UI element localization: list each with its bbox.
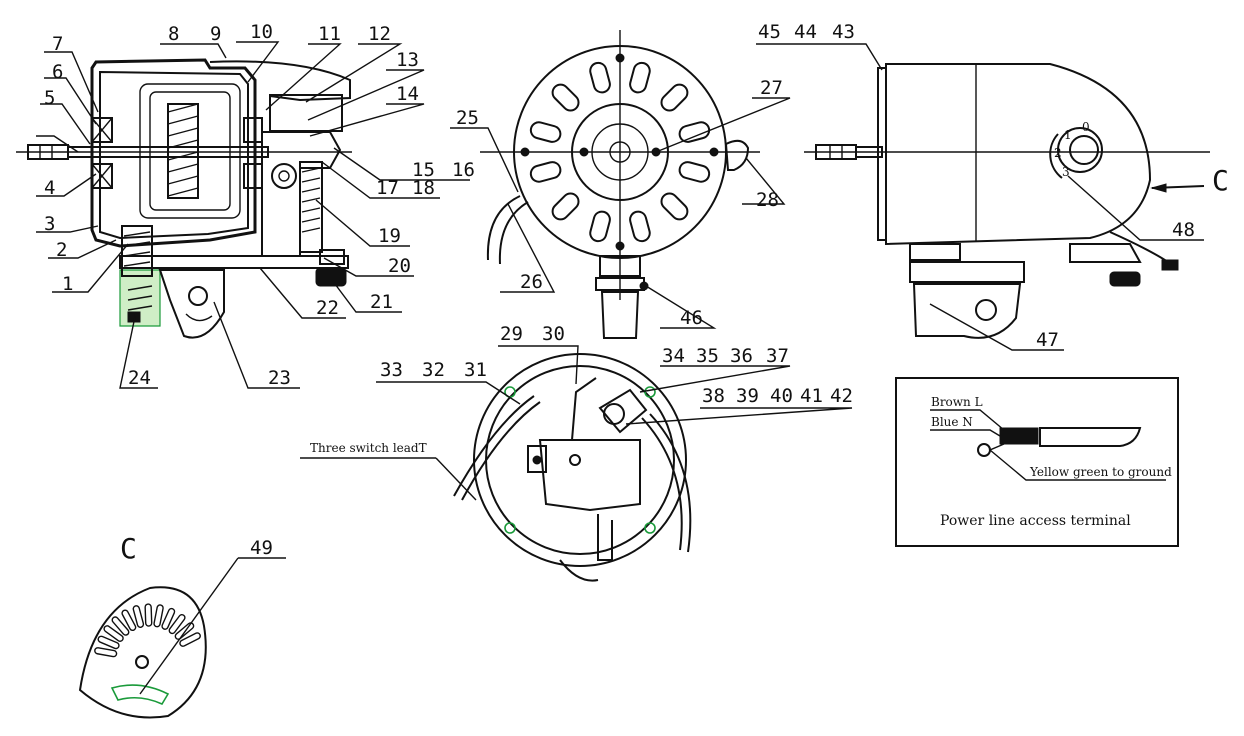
callout-43: 43 [832, 21, 855, 43]
section-c-vent-slots [94, 603, 201, 658]
front-vent-slots [529, 61, 711, 243]
callout-5: 5 [44, 87, 55, 109]
callout-3: 3 [44, 213, 55, 235]
callout-21: 21 [370, 291, 393, 313]
callout-7: 7 [52, 33, 63, 55]
callout-24: 24 [128, 367, 151, 389]
section-mark-view: C [120, 532, 137, 565]
callout-16: 16 [452, 159, 475, 181]
switch-lead-callout: Three switch leadT [300, 441, 477, 501]
callout-47: 47 [1036, 329, 1059, 351]
callout-48: 48 [1172, 219, 1195, 241]
vent-slot [529, 161, 562, 183]
callout-18: 18 [412, 177, 435, 199]
switch-internal-view [453, 353, 692, 582]
callout-31: 31 [464, 359, 487, 381]
callout-45: 45 [758, 21, 781, 43]
callout-numbers: 1 2 3 4 5 6 7 8 9 10 11 12 13 14 15 16 1… [44, 21, 1195, 559]
section-c-view [78, 557, 286, 719]
vent-slot [629, 61, 651, 94]
vent-slot [529, 121, 562, 143]
terminal-caption: Power line access terminal [940, 513, 1131, 529]
power-terminal-box: Brown L Blue N Yellow green to ground Po… [895, 377, 1179, 547]
callout-8: 8 [168, 23, 179, 45]
motor-section-view [16, 58, 352, 339]
callout-10: 10 [250, 21, 273, 43]
switch-position-marks: 0 1 2 3 [1054, 120, 1090, 179]
vent-slot [551, 192, 580, 221]
vent-slot [153, 604, 164, 628]
vent-slot [94, 647, 118, 658]
callout-26: 26 [520, 271, 543, 293]
switch-position-2: 2 [1054, 146, 1062, 160]
vent-slot [589, 61, 611, 94]
vent-slot [168, 613, 186, 635]
callout-35: 35 [696, 345, 719, 367]
callout-34: 34 [662, 345, 685, 367]
callout-32: 32 [422, 359, 445, 381]
terminal-blue-label: Blue N [931, 415, 973, 429]
vent-slot [678, 121, 711, 143]
callout-42: 42 [830, 385, 853, 407]
callout-41: 41 [800, 385, 823, 407]
vent-slot [144, 603, 153, 627]
vent-slot [174, 622, 195, 640]
vent-slot [97, 635, 120, 650]
callout-9: 9 [210, 23, 221, 45]
callout-2: 2 [56, 239, 67, 261]
vent-slot [161, 607, 176, 630]
callout-46: 46 [680, 307, 703, 329]
callout-20: 20 [388, 255, 411, 277]
callout-4: 4 [44, 177, 55, 199]
vent-slot [179, 632, 201, 647]
callout-14: 14 [396, 83, 419, 105]
callout-49: 49 [250, 537, 273, 559]
callout-36: 36 [730, 345, 753, 367]
terminal-ground-label: Yellow green to ground [1029, 465, 1172, 479]
vent-slot [551, 83, 580, 112]
callout-28: 28 [756, 189, 779, 211]
callout-11: 11 [318, 23, 341, 45]
motor-exterior-view [804, 63, 1210, 339]
callout-25: 25 [456, 107, 479, 129]
vent-slot [121, 609, 137, 632]
terminal-brown-label: Brown L [931, 395, 983, 409]
vent-slot [660, 83, 689, 112]
callout-13: 13 [396, 49, 419, 71]
callout-44: 44 [794, 21, 817, 43]
switch-position-3: 3 [1062, 165, 1070, 179]
callout-19: 19 [378, 225, 401, 247]
callout-40: 40 [770, 385, 793, 407]
leader-lines [36, 41, 1204, 425]
vent-slot [111, 616, 130, 636]
switch-lead-label: Three switch leadT [310, 441, 427, 455]
callout-38: 38 [702, 385, 725, 407]
vent-slot [589, 210, 611, 243]
callout-37: 37 [766, 345, 789, 367]
vent-slot [103, 625, 124, 642]
vent-slot [132, 605, 145, 628]
callout-39: 39 [736, 385, 759, 407]
vent-slot [629, 210, 651, 243]
vent-slot [660, 192, 689, 221]
callout-17: 17 [376, 177, 399, 199]
callout-29: 29 [500, 323, 523, 345]
motor-front-view [480, 30, 760, 339]
callout-6: 6 [52, 61, 63, 83]
callout-15: 15 [412, 159, 435, 181]
section-mark-arrow: C [1212, 164, 1229, 197]
vent-slot [678, 161, 711, 183]
callout-30: 30 [542, 323, 565, 345]
callout-27: 27 [760, 77, 783, 99]
switch-position-0: 0 [1082, 120, 1090, 134]
callout-33: 33 [380, 359, 403, 381]
callout-12: 12 [368, 23, 391, 45]
callout-23: 23 [268, 367, 291, 389]
switch-position-1: 1 [1064, 128, 1072, 142]
callout-1: 1 [62, 273, 73, 295]
callout-22: 22 [316, 297, 339, 319]
